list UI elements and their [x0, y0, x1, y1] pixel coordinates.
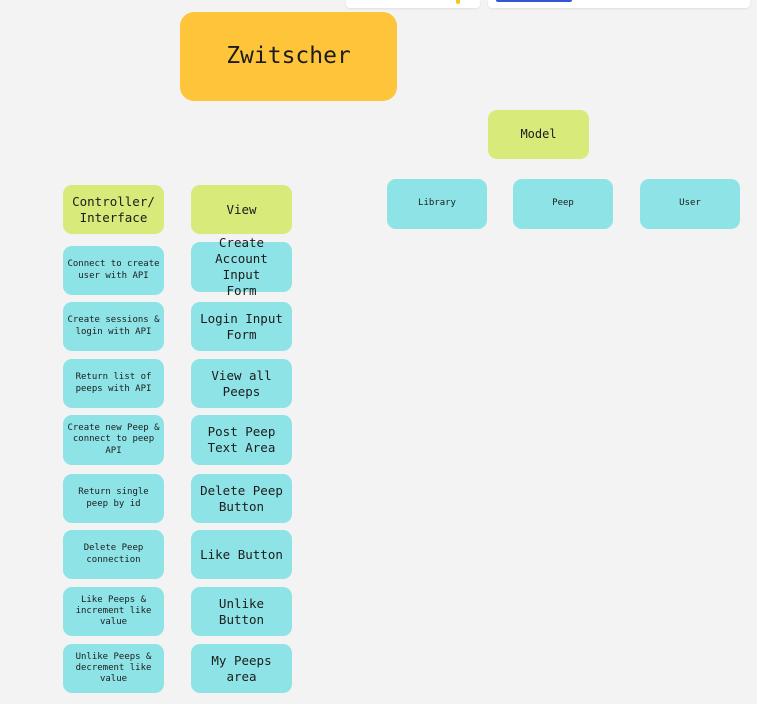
toolbar-panel-right	[488, 0, 750, 8]
view-item-login-form[interactable]: Login Input Form	[191, 302, 292, 351]
model-sticky[interactable]: Model	[488, 110, 589, 159]
accent-bar	[496, 0, 572, 2]
controller-item-single-peep[interactable]: Return single peep by id	[63, 474, 164, 523]
controller-sticky[interactable]: Controller/ Interface	[63, 185, 164, 234]
view-item-create-account[interactable]: Create Account Input Form	[191, 235, 292, 298]
controller-item-create-peep[interactable]: Create new Peep & connect to peep API	[63, 415, 164, 465]
view-sticky[interactable]: View	[191, 185, 292, 234]
view-item-delete-button[interactable]: Delete Peep Button	[191, 474, 292, 523]
view-item-like-button[interactable]: Like Button	[191, 530, 292, 579]
controller-item-unlike[interactable]: Unlike Peeps & decrement like value	[63, 644, 164, 693]
controller-item-delete-peep[interactable]: Delete Peep connection	[63, 530, 164, 579]
controller-item-login[interactable]: Create sessions & login with API	[63, 302, 164, 351]
view-item-my-peeps[interactable]: My Peeps area	[191, 644, 292, 693]
controller-item-like[interactable]: Like Peeps & increment like value	[63, 587, 164, 636]
view-item-unlike-button[interactable]: Unlike Button	[191, 587, 292, 636]
view-item-view-peeps[interactable]: View all Peeps	[191, 359, 292, 408]
model-item-peep[interactable]: Peep	[513, 179, 613, 229]
model-item-library[interactable]: Library	[387, 179, 487, 229]
controller-item-list-peeps[interactable]: Return list of peeps with API	[63, 359, 164, 408]
lightning-icon	[456, 0, 460, 4]
model-item-user[interactable]: User	[640, 179, 740, 229]
view-item-post-peep[interactable]: Post Peep Text Area	[191, 415, 292, 465]
title-sticky[interactable]: Zwitscher	[180, 12, 397, 101]
toolbar-panel-left	[346, 0, 480, 8]
controller-item-create-user[interactable]: Connect to create user with API	[63, 246, 164, 295]
